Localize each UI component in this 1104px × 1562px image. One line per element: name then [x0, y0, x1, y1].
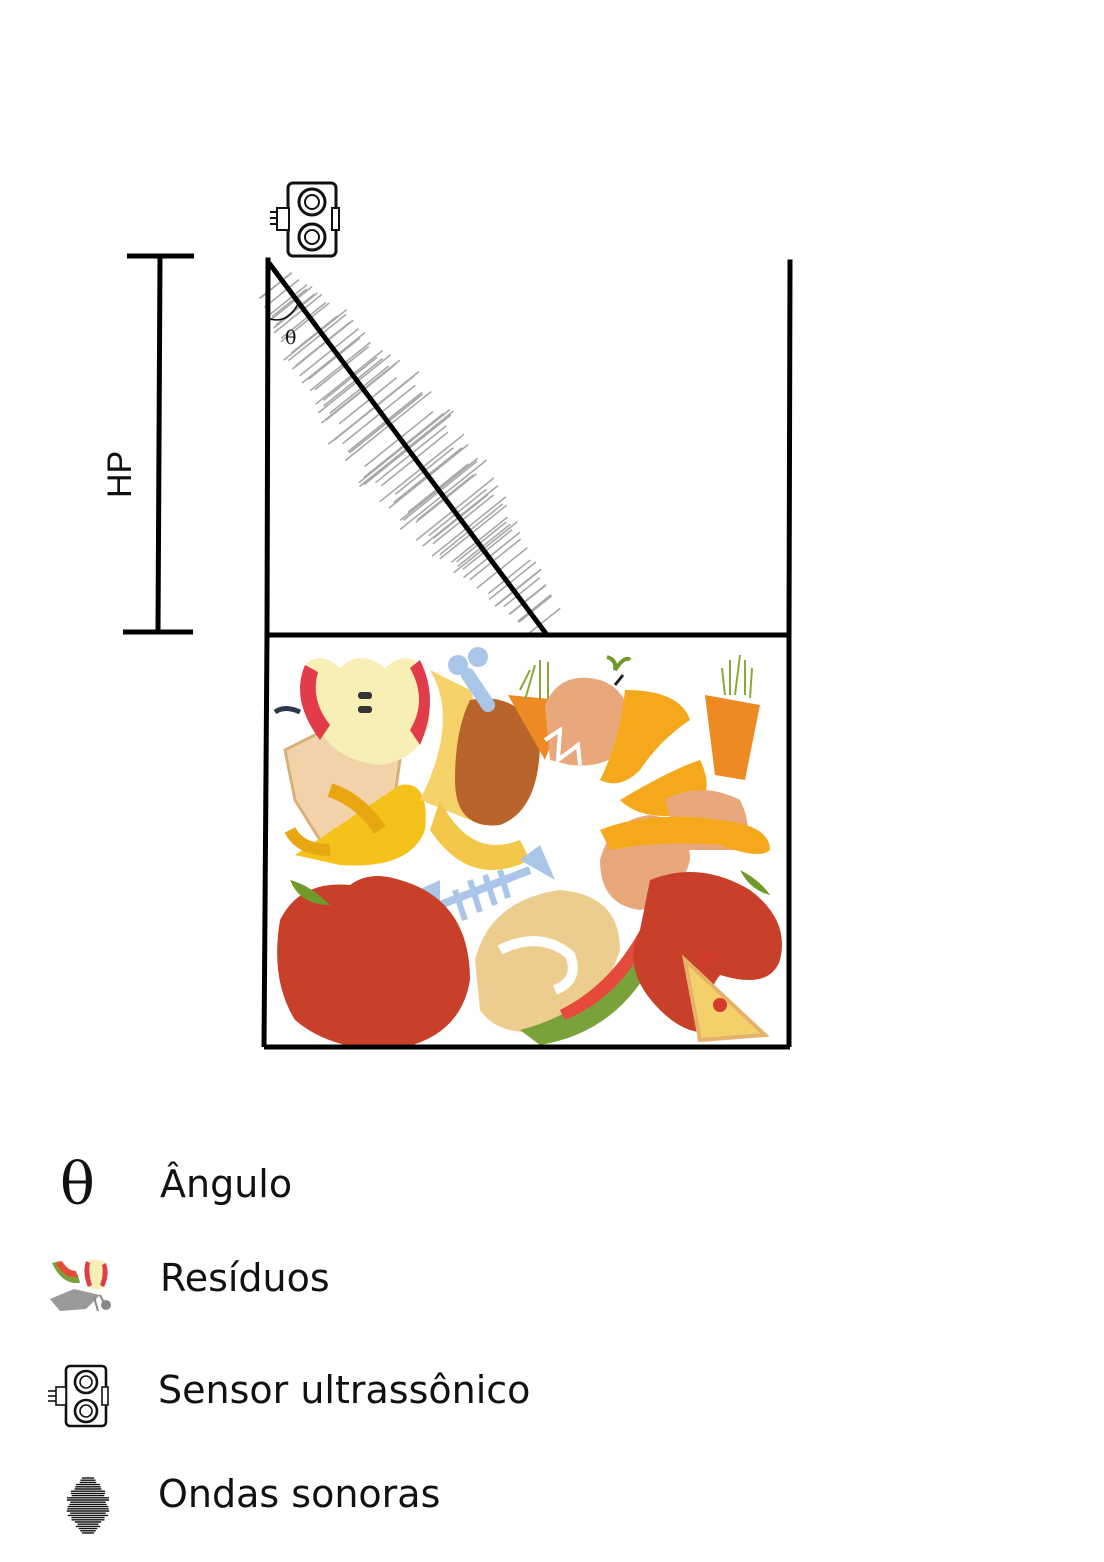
- sound-wave-stroke: [509, 584, 546, 615]
- sound-wave-stroke: [323, 357, 384, 407]
- sound-wave-stroke: [258, 271, 293, 300]
- sound-wave-stroke: [283, 309, 348, 361]
- sound-wave-stroke: [314, 345, 370, 391]
- sound-wave-stroke: [439, 504, 508, 560]
- sound-wave-stroke: [329, 365, 390, 415]
- sensor-beam-line: [266, 261, 550, 637]
- sound-wave-stroke: [272, 292, 319, 329]
- sound-wave-stroke: [342, 384, 416, 445]
- sound-wave-stroke: [518, 595, 553, 623]
- food-waste-icon: [50, 1259, 111, 1312]
- sound-wave-stroke: [280, 302, 330, 343]
- sound-wave-stroke: [267, 284, 308, 317]
- sound-wave-stroke: [307, 337, 361, 380]
- sound-wave-stroke: [457, 523, 511, 568]
- sound-wave-stroke: [280, 301, 327, 339]
- sound-wave-stroke: [338, 377, 398, 425]
- hp-label: HP: [101, 451, 139, 498]
- sound-wave-stroke: [317, 354, 392, 414]
- sound-wave-stroke: [469, 538, 522, 581]
- legend-label-waste: Resíduos: [160, 1256, 330, 1300]
- ultrasonic-sensor-icon: [48, 1364, 109, 1428]
- angle-theta-label: θ: [285, 327, 296, 349]
- theta-icon: θ: [60, 1150, 95, 1218]
- legend-label-sensor: Sensor ultrassônico: [158, 1368, 531, 1412]
- food-waste-pile: [273, 647, 782, 1047]
- sound-wave-stroke: [315, 349, 384, 405]
- sound-wave-stroke: [271, 288, 308, 318]
- sound-wave-stroke: [503, 577, 541, 608]
- sound-wave-stroke: [299, 327, 360, 377]
- sound-wave-stroke: [327, 370, 420, 445]
- sound-wave-stroke: [476, 546, 528, 589]
- sound-wave-stroke: [528, 607, 561, 634]
- legend-label-waves: Ondas sonoras: [158, 1472, 441, 1516]
- sound-wave-stroke: [487, 559, 531, 595]
- sound-wave-stroke: [287, 313, 347, 362]
- sound-wave-stroke: [455, 521, 507, 563]
- waste-bin-lower: [261, 632, 792, 1050]
- sound-wave-stroke: [273, 293, 323, 334]
- sound-wave-stroke: [309, 341, 372, 392]
- hp-dimension: [123, 253, 194, 635]
- sound-wave-stroke: [462, 529, 513, 570]
- angle-arc: [267, 299, 301, 321]
- sound-wave-stroke: [325, 363, 397, 421]
- sound-waves-icon: [66, 1477, 110, 1534]
- sound-wave-stroke: [450, 516, 509, 563]
- sound-wave-stroke: [322, 356, 378, 401]
- sound-wave-stroke: [462, 531, 521, 579]
- ultrasonic-sensor-icon: [270, 181, 340, 258]
- sound-wave-stroke: [497, 571, 539, 605]
- legend-label-angle: Ângulo: [160, 1162, 293, 1206]
- sound-wave-stroke: [488, 561, 537, 601]
- sound-wave-stroke: [291, 319, 354, 370]
- sound-wave-stroke: [301, 331, 366, 384]
- sound-wave-stroke: [517, 593, 552, 623]
- sound-wave-stroke: [453, 521, 518, 574]
- sound-wave-stroke: [268, 285, 313, 323]
- waste-bin: [264, 257, 793, 640]
- sound-wave-stroke: [439, 503, 504, 556]
